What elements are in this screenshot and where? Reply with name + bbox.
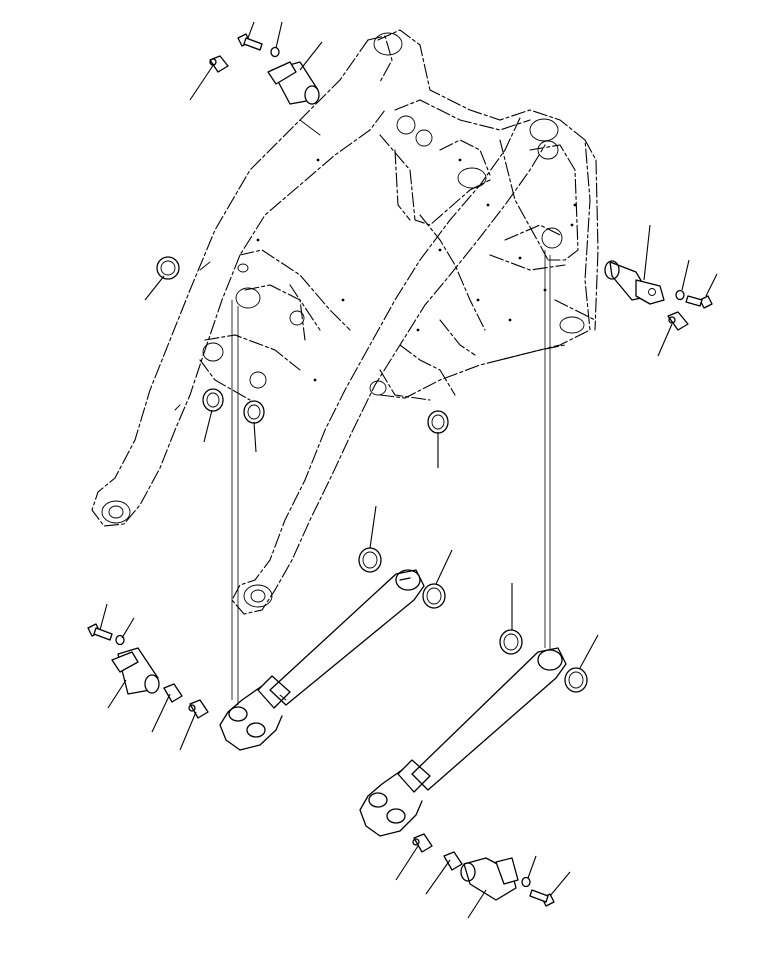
right-lift-cylinder — [359, 647, 567, 837]
shim-ring-icon — [499, 629, 523, 655]
leader-lines — [99, 21, 718, 919]
washer-icon — [521, 876, 531, 888]
left-lift-cylinder — [219, 569, 425, 751]
pin-top — [267, 61, 320, 105]
bolt-icon — [529, 889, 555, 907]
grease-fitting-icon — [163, 683, 183, 703]
pin-left — [111, 647, 160, 695]
bolt-icon — [237, 33, 263, 51]
grease-fitting-icon — [412, 833, 433, 853]
shim-ring-icon — [156, 256, 180, 280]
shim-ring-icon — [564, 667, 588, 693]
lift-arm-assembly — [91, 32, 559, 615]
bolt-icon — [87, 623, 113, 641]
shim-ring-icon — [202, 388, 224, 412]
shim-ring-icon — [422, 583, 446, 609]
grease-fitting-icon — [188, 699, 209, 719]
shim-ring-icon — [358, 547, 382, 573]
grease-fitting-icon — [443, 851, 463, 871]
front-frame-tower — [369, 29, 599, 401]
alignment-guides — [231, 250, 551, 705]
shim-ring-icon — [243, 400, 265, 424]
washer-icon — [675, 289, 685, 301]
pin-right — [604, 260, 665, 305]
grease-fitting-icon — [667, 311, 689, 331]
shim-ring-icon — [427, 410, 449, 434]
pin-bottom — [460, 857, 519, 901]
bolt-icon — [685, 295, 713, 309]
grease-fitting-icon — [209, 55, 229, 73]
shim-rings — [156, 256, 588, 693]
washer-icon — [270, 46, 280, 58]
washer-icon — [115, 634, 125, 646]
